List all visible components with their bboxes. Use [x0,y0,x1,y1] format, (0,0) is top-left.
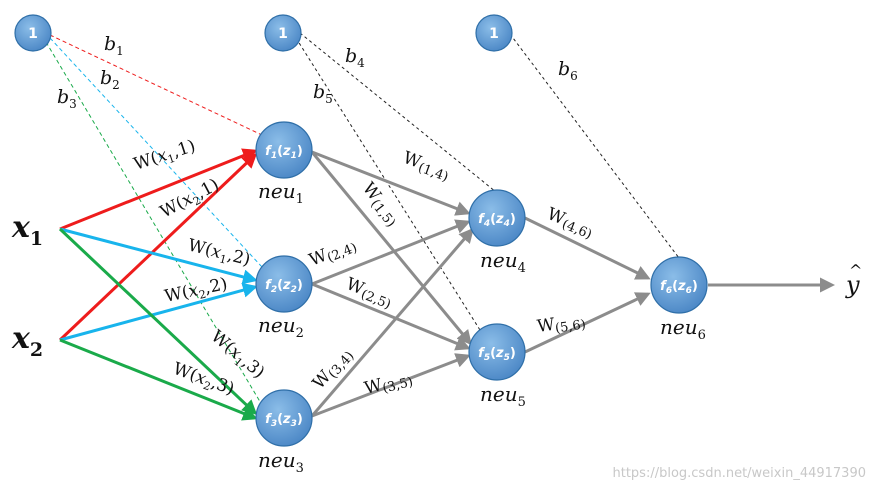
bias-node-1: 1 [14,14,52,52]
bias-label-b2: b2 [100,67,120,92]
edge-x1-n2 [59,227,258,285]
edge-n3-n4 [310,227,474,417]
bias-node-3-label: 1 [489,26,499,42]
edge-n2-n5 [311,282,471,351]
bias-line-b4 [299,32,497,193]
neuron-5-function: f5(z5) [478,346,516,363]
output-y-hat: y ^ [845,261,862,299]
neuron-2-name: neu2 [258,313,304,341]
weight-label-x2-3: W(x2,3) [170,359,237,401]
bias-label-b6: b6 [558,58,578,83]
weight-label-5-6: W(5,6) [536,310,587,339]
edge-n4-n6 [524,216,651,280]
neuron-2: f2(z2) [255,255,313,313]
bias-line-b2 [49,37,263,268]
bias-label-b1: b1 [104,33,124,58]
output-label: y [845,271,860,299]
bias-label-b5: b5 [313,81,333,106]
weight-label-x1-2: W(x1,2) [185,235,252,272]
edge-n1-n5 [310,151,472,346]
input-x2: x2 [11,321,43,361]
bias-line-b6 [509,33,683,263]
weight-label-x2-2: W(x2,2) [163,274,230,309]
watermark: https://blog.csdn.net/weixin_44917390 [612,466,866,481]
neuron-5-name: neu5 [480,382,526,410]
weight-label-3-5: W(3,5) [362,368,414,401]
edge-x1-n1 [59,148,258,231]
weight-label-2-5: W(2,5) [342,274,395,313]
neuron-3-name: neu3 [258,448,304,476]
neuron-3: f3(z3) [255,389,313,447]
neuron-1: f1(z1) [255,121,313,179]
input-connections [58,148,258,421]
edge-n1-n4 [311,150,471,216]
neuron-2-function: f2(z2) [265,278,303,295]
weight-label-1-4: W(1,4) [400,148,453,185]
neuron-1-name: neu1 [258,179,304,207]
edge-x2-n3 [59,338,258,421]
hidden-connections [310,150,835,418]
weight-label-4-6: W(4,6) [543,204,596,243]
edge-x2-n1 [58,152,258,342]
bias-connections [45,32,683,406]
neuron-6: f6(z6) [650,256,708,314]
bias-label-b3: b3 [57,86,77,111]
input-x1: x1 [11,210,43,250]
neuron-6-name: neu6 [660,315,706,343]
neuron-3-function: f3(z3) [265,412,303,429]
neuron-4: f4(z4) [468,189,526,247]
neuron-1-function: f1(z1) [265,144,303,161]
neuron-4-name: neu4 [480,248,526,276]
neuron-5: f5(z5) [468,323,526,381]
bias-node-2: 1 [264,14,302,52]
output-hat: ^ [849,261,862,280]
edge-n5-n6 [524,292,651,354]
bias-node-2-label: 1 [278,26,288,42]
edge-x1-n3 [58,227,258,416]
bias-line-b3 [45,41,263,406]
edge-x2-n2 [59,282,258,342]
bias-line-b1 [49,34,263,136]
edge-n3-n5 [311,353,471,418]
weight-label-x1-1: W(x1,1) [131,136,198,177]
bias-label-b4: b4 [345,45,365,70]
edge-n2-n4 [311,219,471,286]
neuron-6-function: f6(z6) [660,279,698,296]
neuron-4-function: f4(z4) [478,212,516,229]
bias-node-1-label: 1 [28,26,38,42]
bias-node-3: 1 [475,14,513,52]
